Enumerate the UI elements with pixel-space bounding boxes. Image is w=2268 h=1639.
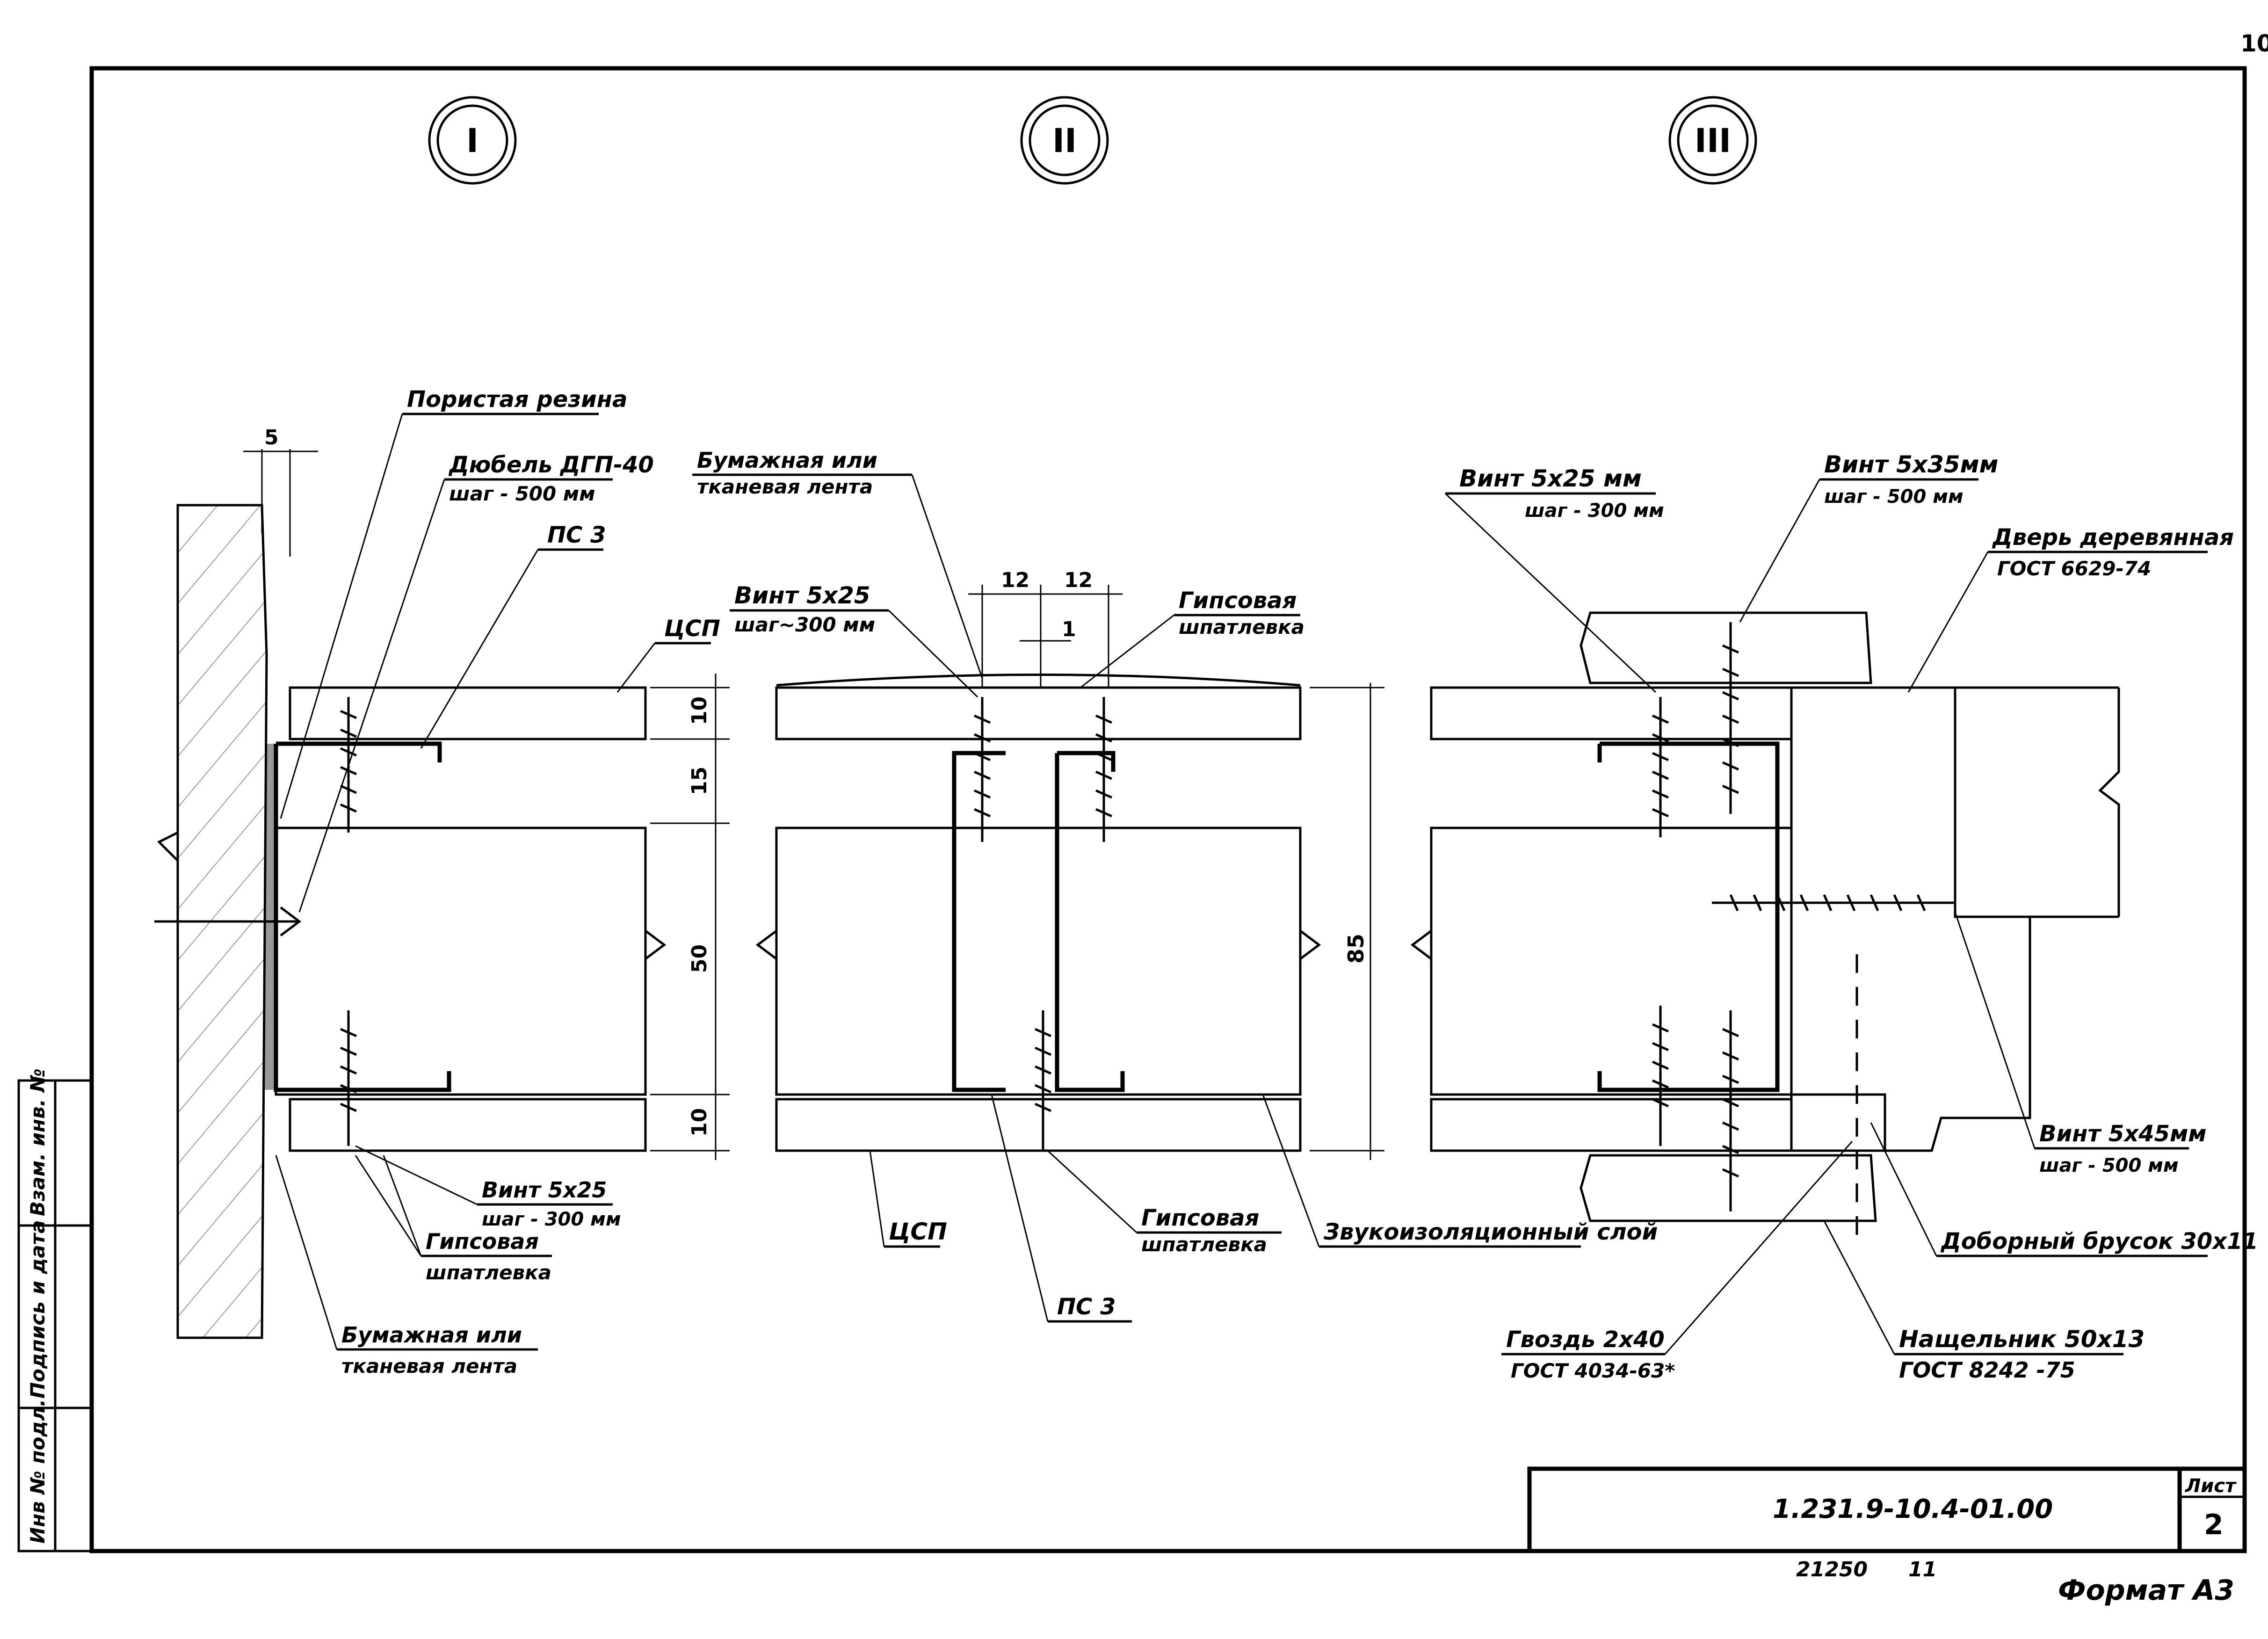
dim-12a: 12 [1001, 568, 1029, 592]
label-screw: Винт 5х25 [482, 1177, 607, 1203]
svg-text:85: 85 [1343, 934, 1369, 964]
detail-marker-II: II [1020, 96, 1109, 185]
detail-I: 5 Пористая резина Дюбель ДГП-40 шаг - 50… [154, 386, 720, 1378]
label-screw-535: Винт 5х35мм [1824, 451, 1998, 478]
svg-text:III: III [1695, 122, 1731, 160]
dimension-chain-left: 10 15 50 10 [650, 674, 730, 1160]
drawing-frame [89, 66, 2247, 1553]
dim-gap-5: 5 [264, 426, 279, 450]
dimension-85: 85 [1310, 683, 1384, 1160]
designation: 1.231.9-10.4-01.00 [1773, 1494, 2053, 1524]
label-gypsum-bottom: Гипсовая [1141, 1205, 1259, 1231]
label-screw-535-step: шаг - 500 мм [1824, 486, 1964, 508]
label-nail: Гвоздь 2х40 [1506, 1327, 1665, 1353]
stamp-signature-date: Подпись и дата [26, 1220, 49, 1399]
detail-III: Винт 5х25 мм шаг - 300 мм Винт 5х35мм ша… [1410, 451, 2258, 1383]
label-tape-2: тканевая лента [341, 1355, 517, 1378]
side-stamp: Инв № подл. Подпись и дата Взам. инв. № [17, 1068, 93, 1552]
label-screw-525-step: шаг - 300 мм [1525, 500, 1664, 522]
detail-marker-III: III [1668, 96, 1757, 185]
title-block: 1.231.9-10.4-01.00 Лист 2 [1527, 1466, 2247, 1553]
label-gypsum-2: шпатлевка [426, 1261, 551, 1284]
archive-suffix: 11 [1908, 1558, 1937, 1581]
label-psz: ПС 3 [1057, 1294, 1116, 1320]
label-trim: Нащельник 50х13 [1899, 1326, 2145, 1353]
label-sound-layer: Звукоизоляционный слой [1323, 1219, 1658, 1245]
svg-text:II: II [1052, 122, 1077, 160]
dim-1: 1 [1062, 617, 1076, 641]
label-nail-2: ГОСТ 4034-63* [1511, 1359, 1675, 1382]
psz-profile [274, 741, 451, 1092]
label-trim-2: ГОСТ 8242 -75 [1899, 1357, 2075, 1383]
extra-bar [1790, 1093, 1886, 1152]
label-screw: Винт 5х25 [734, 582, 870, 609]
dim-10-bottom: 10 [688, 1108, 711, 1137]
label-screw-525: Винт 5х25 мм [1459, 465, 1642, 492]
dim-50: 50 [688, 944, 711, 973]
trim-bottom [1580, 1154, 1877, 1222]
label-door: Дверь деревянная [1992, 524, 2234, 551]
label-gypsum-top-2: шпатлевка [1179, 616, 1304, 638]
label-tape: Бумажная или [341, 1322, 522, 1348]
screw-icon [973, 697, 1113, 1151]
sheet-label: Лист [2185, 1475, 2237, 1497]
dowel-icon [154, 907, 302, 936]
label-tape-2: тканевая лента [697, 475, 873, 498]
tsp-board-bottom [289, 1098, 647, 1152]
label-gypsum-bottom-2: шпатлевка [1141, 1233, 1267, 1256]
label-dowel-step: шаг - 500 мм [449, 482, 595, 505]
label-screw-545: Винт 5х45мм [2039, 1121, 2207, 1147]
svg-text:I: I [466, 122, 478, 160]
door-frame [1790, 686, 2031, 1152]
label-tsp: ЦСП [889, 1218, 947, 1245]
archive-number: 21250 [1796, 1558, 1868, 1581]
stamp-inv-number: Инв № подл. [26, 1399, 49, 1544]
dim-10-top: 10 [688, 696, 711, 725]
label-porous-rubber: Пористая резина [407, 386, 627, 413]
format-label: Формат А3 [2058, 1574, 2234, 1607]
label-screw-545-step: шаг - 500 мм [2039, 1155, 2179, 1176]
tsp-board-top [289, 686, 647, 740]
sheet-number: 2 [2204, 1508, 2224, 1541]
label-tape: Бумажная или [697, 448, 877, 473]
label-psz: ПС 3 [547, 522, 606, 548]
label-screw-step: шаг - 300 мм [482, 1209, 621, 1230]
label-tsp: ЦСП [664, 616, 720, 642]
label-extra-bar: Доборный брусок 30х11 [1940, 1228, 2258, 1255]
label-door-2: ГОСТ 6629-74 [1997, 557, 2151, 580]
detail-marker-I: I [428, 96, 517, 185]
screw-icon [1652, 622, 1955, 1211]
dim-15: 15 [688, 767, 711, 795]
label-gypsum-top: Гипсовая [1179, 587, 1297, 614]
label-gypsum: Гипсовая [426, 1229, 539, 1254]
door-leaf [1955, 686, 2120, 918]
insulation [275, 827, 647, 1096]
detail-II: 12 12 1 Бумажная или тканевая лента Винт… [692, 448, 1658, 1323]
psz-profile-z [952, 751, 1125, 1092]
stamp-replacement-inv: Взам. инв. № [26, 1068, 49, 1216]
dim-12b: 12 [1064, 568, 1093, 592]
page-number: 10 [2240, 30, 2268, 57]
label-dowel: Дюбель ДГП-40 [448, 452, 654, 478]
label-screw-step: шаг~300 мм [734, 613, 875, 636]
